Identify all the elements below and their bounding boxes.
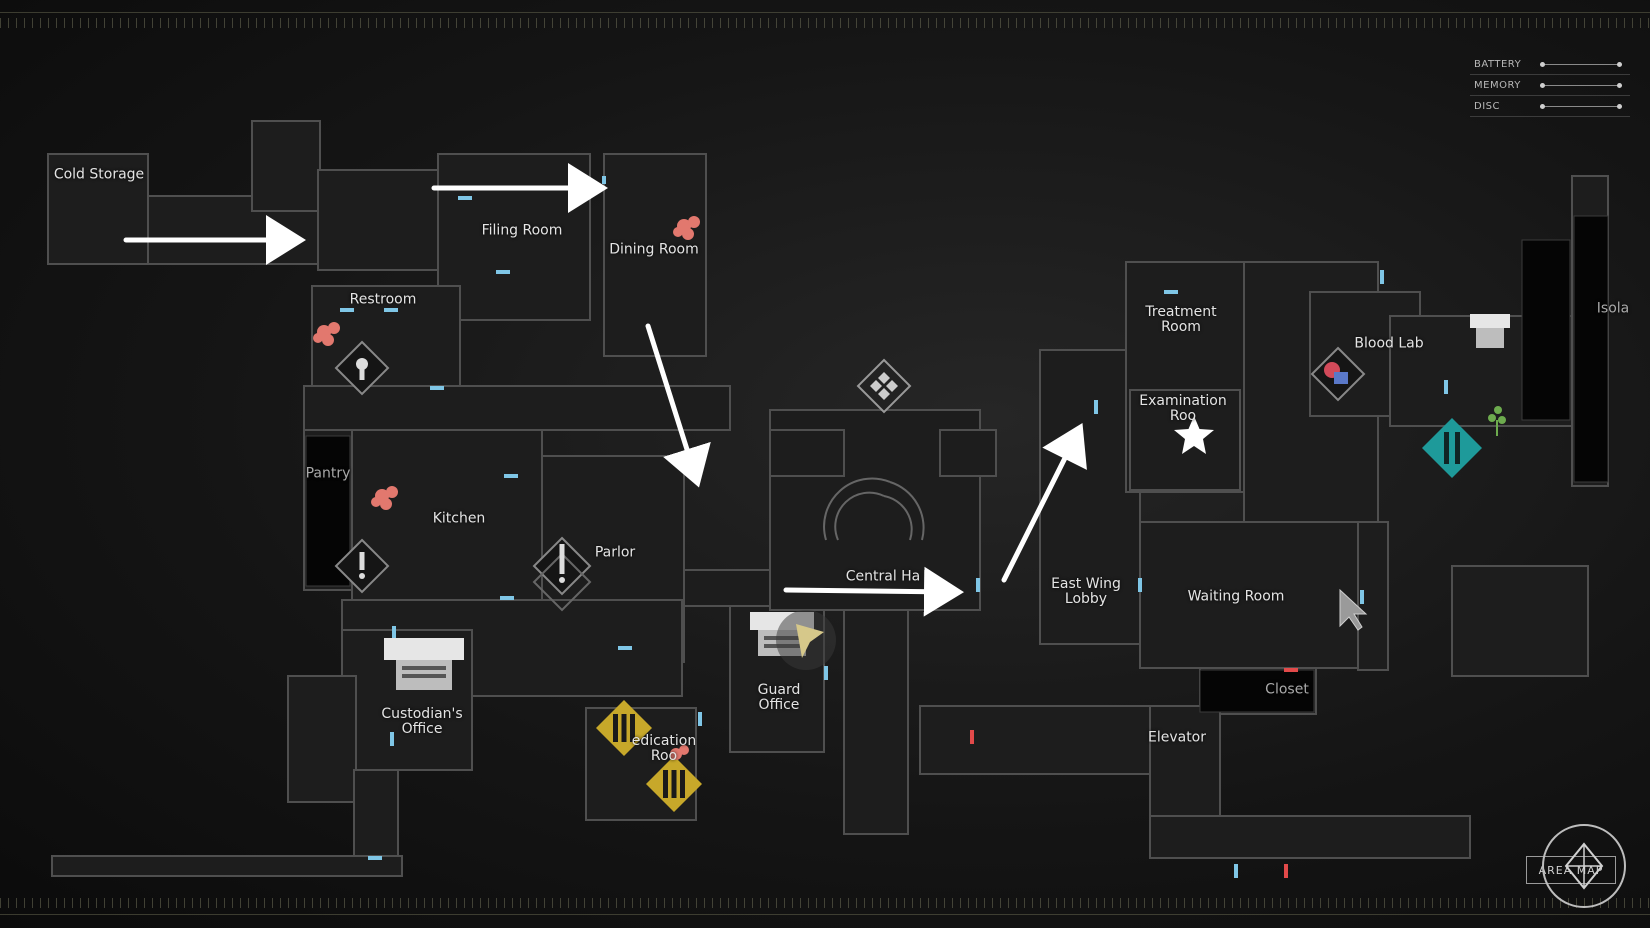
memory-track [1540, 83, 1622, 88]
label-dining-room: Dining Room [609, 241, 699, 258]
room-filing [437, 153, 591, 321]
label-custodians-office: Custodian's Office [381, 706, 463, 737]
corridor-south-central [843, 609, 909, 835]
corridor-bottom [51, 855, 403, 877]
keyhole-diamond-icon [334, 340, 390, 396]
compass-icon [1542, 824, 1626, 908]
battery-label: BATTERY [1474, 59, 1522, 70]
room-waiting [1139, 521, 1359, 669]
top-edge-line [0, 12, 1650, 13]
room-cold-storage [47, 153, 149, 265]
label-east-wing-lobby: East Wing Lobby [1051, 576, 1121, 607]
memory-row: MEMORY [1470, 75, 1630, 96]
corridor-far-south [353, 769, 399, 861]
bottom-edge-line [0, 914, 1650, 915]
exclamation-diamond-icon [334, 538, 390, 594]
room-central-west [769, 429, 845, 477]
battery-track [1540, 62, 1622, 67]
label-blood-lab: Blood Lab [1354, 335, 1424, 352]
label-kitchen: Kitchen [432, 510, 486, 527]
room-north-hall [317, 169, 439, 271]
herb-icon [313, 216, 700, 760]
item-diamond-icon [1310, 346, 1366, 402]
arrow-cursor-icon [1339, 588, 1368, 631]
label-central-hall: Central Ha [845, 568, 921, 585]
battery-row: BATTERY [1470, 54, 1630, 75]
label-guard-office: Guard Office [757, 682, 801, 713]
label-pantry: Pantry [305, 465, 351, 482]
label-elevator: Elevator [1147, 729, 1207, 746]
route-arrow-4 [783, 566, 964, 617]
typewriter-icon [1470, 314, 1510, 348]
label-treatment-room: Treatment Room [1145, 304, 1217, 335]
herb-icon [1488, 406, 1506, 436]
exclamation-diamond-icon [532, 536, 592, 612]
corridor-east-bottom [1149, 815, 1471, 859]
label-closet: Closet [1265, 681, 1309, 698]
star-icon [1174, 416, 1214, 454]
striped-diamond-icon [1422, 418, 1482, 478]
room-isolation-dark [1573, 215, 1609, 483]
striped-diamond-icon [646, 756, 702, 812]
disc-track [1540, 104, 1622, 109]
label-filing-room: Filing Room [481, 222, 563, 239]
status-panel: BATTERY MEMORY DISC [1470, 54, 1630, 117]
room-far-east-dark [1521, 239, 1571, 421]
top-ruler [0, 18, 1650, 28]
memory-label: MEMORY [1474, 80, 1521, 91]
room-east-lobby [1039, 349, 1141, 645]
label-examination-room: Examination Roo [1139, 393, 1227, 424]
disc-row: DISC [1470, 96, 1630, 117]
room-closet-dark [1199, 669, 1315, 713]
room-stair-north [251, 120, 321, 212]
bottom-ruler [0, 898, 1650, 908]
route-arrow-5 [1001, 423, 1087, 583]
label-parlor: Parlor [594, 544, 636, 561]
player-arrow-icon [776, 610, 836, 670]
room-east-stairs [1451, 565, 1589, 677]
save-room-emblem-icon [856, 358, 912, 414]
room-stair-south [287, 675, 357, 803]
label-waiting-room: Waiting Room [1187, 588, 1285, 605]
corridor-mid-west [303, 385, 731, 431]
disc-label: DISC [1474, 101, 1500, 112]
label-restroom: Restroom [349, 291, 417, 308]
corridor-elevator-row [919, 705, 1151, 775]
label-medication-room: edication Roo [631, 733, 697, 764]
route-arrow-3 [645, 323, 711, 488]
label-cold-storage: Cold Storage [53, 166, 145, 183]
room-dining [603, 153, 707, 357]
label-isolation: Isola [1596, 300, 1630, 317]
striped-diamond-icon [596, 700, 652, 756]
room-central-east [939, 429, 997, 477]
typewriter-icon [384, 638, 464, 690]
